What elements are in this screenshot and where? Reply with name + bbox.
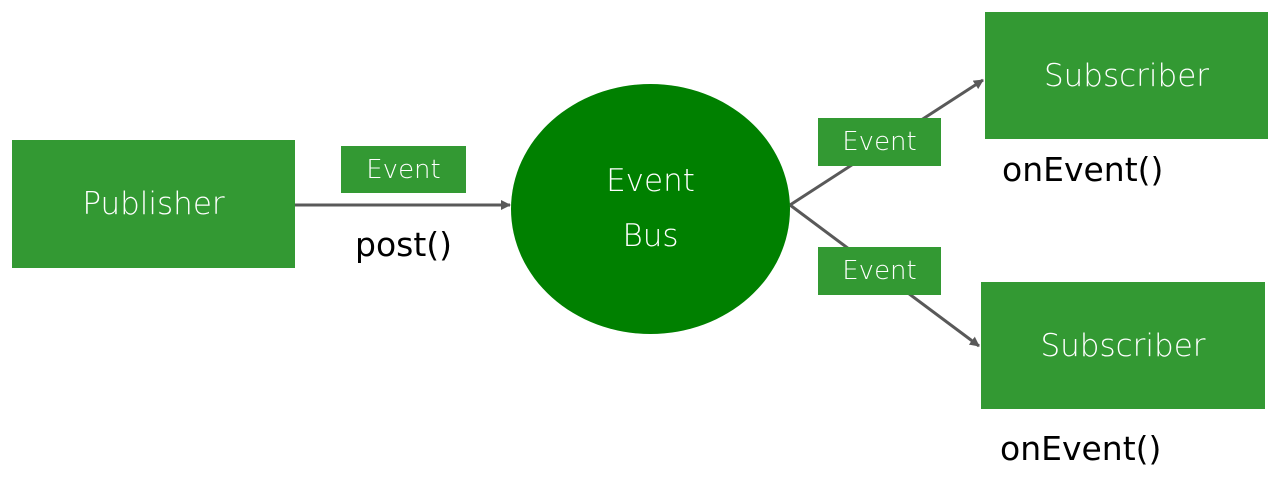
subscriber-label: Subscriber [1043,57,1210,94]
on-event-method-label-top: onEvent() [1002,150,1164,189]
post-method-label: post() [355,225,453,264]
event-label-text: Event [366,154,441,185]
event-label-publish: Event [341,146,466,193]
event-label-top: Event [818,118,941,166]
publisher-label: Publisher [82,186,225,222]
event-label-bottom: Event [818,247,941,295]
publisher-box: Publisher [12,140,295,268]
subscriber-label: Subscriber [1040,327,1206,364]
event-bus-circle: Event Bus [511,84,790,334]
on-event-method-label-bottom: onEvent() [1000,429,1162,468]
event-label-text: Event [842,127,917,157]
event-bus-line1: Event [606,163,695,199]
subscriber-box-bottom: Subscriber [981,282,1265,409]
event-label-text: Event [842,256,917,286]
event-bus-line2: Bus [622,218,679,254]
subscriber-box-top: Subscriber [985,12,1268,139]
